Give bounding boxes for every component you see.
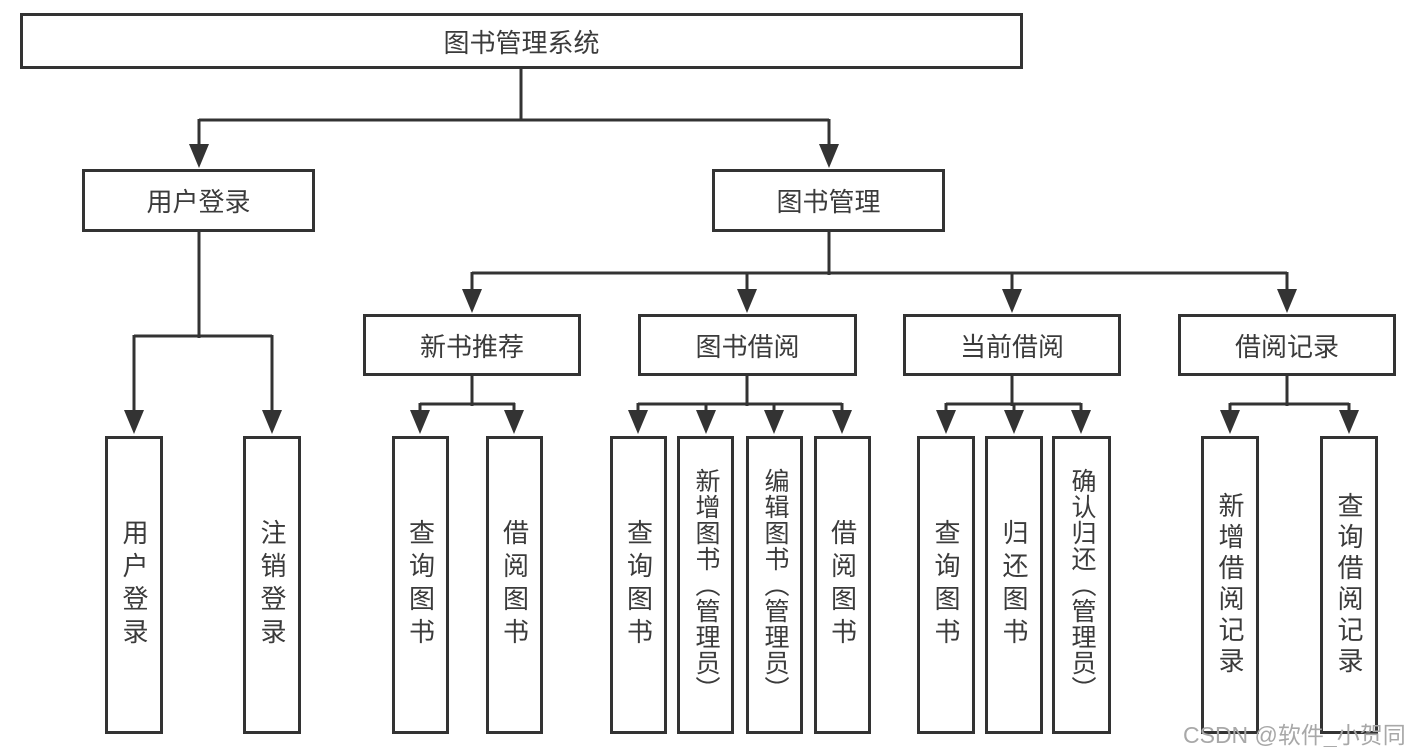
- arrow-down-icon: [189, 144, 209, 168]
- node-user-login: 用户登录: [82, 169, 315, 232]
- leaf-records-add-record: 新增借阅记录: [1201, 436, 1259, 734]
- node-current-borrow: 当前借阅: [903, 314, 1121, 376]
- arrow-down-icon: [410, 410, 430, 434]
- node-label: 图书管理: [776, 187, 881, 217]
- arrow-down-icon: [764, 410, 784, 434]
- leaf-borrow-edit-book-admin: 编辑图书（管理员）: [746, 436, 803, 734]
- node-label: 新增借阅记录: [1215, 492, 1245, 678]
- arrow-down-icon: [1002, 289, 1022, 313]
- arrow-down-icon: [936, 410, 956, 434]
- node-label: 用户登录: [119, 519, 149, 651]
- node-label: 注销登录: [257, 519, 287, 651]
- node-label: 查询图书: [623, 519, 654, 651]
- node-label: 借阅图书: [827, 519, 858, 651]
- leaf-current-query-book: 查询图书: [917, 436, 975, 734]
- arrow-down-icon: [696, 410, 716, 434]
- node-label: 查询图书: [405, 519, 436, 651]
- new-book-recommend-branch-connector: [410, 375, 524, 434]
- arrow-down-icon: [1004, 410, 1024, 434]
- leaf-borrow-borrow-book: 借阅图书: [814, 436, 871, 734]
- arrow-down-icon: [504, 410, 524, 434]
- leaf-recommend-query-book: 查询图书: [392, 436, 449, 734]
- current-borrow-branch-connector: [936, 375, 1091, 434]
- node-borrow-records: 借阅记录: [1178, 314, 1396, 376]
- book-borrow-branch-connector: [628, 375, 852, 434]
- node-label: 归还图书: [999, 519, 1029, 651]
- book-management-branch-connector: [462, 232, 1297, 313]
- node-label: 当前借阅: [959, 331, 1064, 362]
- node-label: 用户登录: [146, 187, 251, 217]
- node-label: 查询借阅记录: [1334, 492, 1364, 678]
- csdn-watermark: CSDN @软件_小贺同学: [1183, 722, 1405, 747]
- arrow-down-icon: [832, 410, 852, 434]
- arrow-down-icon: [124, 410, 144, 434]
- borrow-records-branch-connector: [1220, 375, 1359, 434]
- node-label: 新书推荐: [419, 331, 524, 362]
- node-label: 新增图书（管理员）: [692, 468, 720, 702]
- node-book-management: 图书管理: [712, 169, 945, 232]
- root-branch-connector: [189, 68, 839, 168]
- leaf-recommend-borrow-book: 借阅图书: [486, 436, 543, 734]
- node-label: 借阅图书: [499, 519, 530, 651]
- node-label: 借阅记录: [1234, 331, 1339, 362]
- node-book-borrow: 图书借阅: [638, 314, 857, 376]
- leaf-logout: 注销登录: [243, 436, 301, 734]
- node-root-system: 图书管理系统: [20, 13, 1023, 69]
- arrow-down-icon: [462, 289, 482, 313]
- node-label: 图书管理系统: [443, 27, 600, 58]
- leaf-borrow-add-book-admin: 新增图书（管理员）: [677, 436, 734, 734]
- leaf-current-return-book: 归还图书: [985, 436, 1043, 734]
- arrow-down-icon: [737, 289, 757, 313]
- leaf-current-confirm-return-admin: 确认归还（管理员）: [1052, 436, 1111, 734]
- arrow-down-icon: [262, 410, 282, 434]
- node-label: 图书借阅: [695, 331, 800, 362]
- node-new-book-recommend: 新书推荐: [363, 314, 581, 376]
- arrow-down-icon: [819, 144, 839, 168]
- leaf-records-query-record: 查询借阅记录: [1320, 436, 1378, 734]
- arrow-down-icon: [628, 410, 648, 434]
- node-label: 确认归还（管理员）: [1068, 468, 1096, 702]
- leaf-user-login: 用户登录: [105, 436, 163, 734]
- arrow-down-icon: [1071, 410, 1091, 434]
- node-label: 查询图书: [931, 519, 961, 651]
- arrow-down-icon: [1220, 410, 1240, 434]
- leaf-borrow-query-book: 查询图书: [610, 436, 667, 734]
- node-label: 编辑图书（管理员）: [761, 468, 789, 702]
- user-login-branch-connector: [124, 232, 282, 434]
- arrow-down-icon: [1277, 289, 1297, 313]
- arrow-down-icon: [1339, 410, 1359, 434]
